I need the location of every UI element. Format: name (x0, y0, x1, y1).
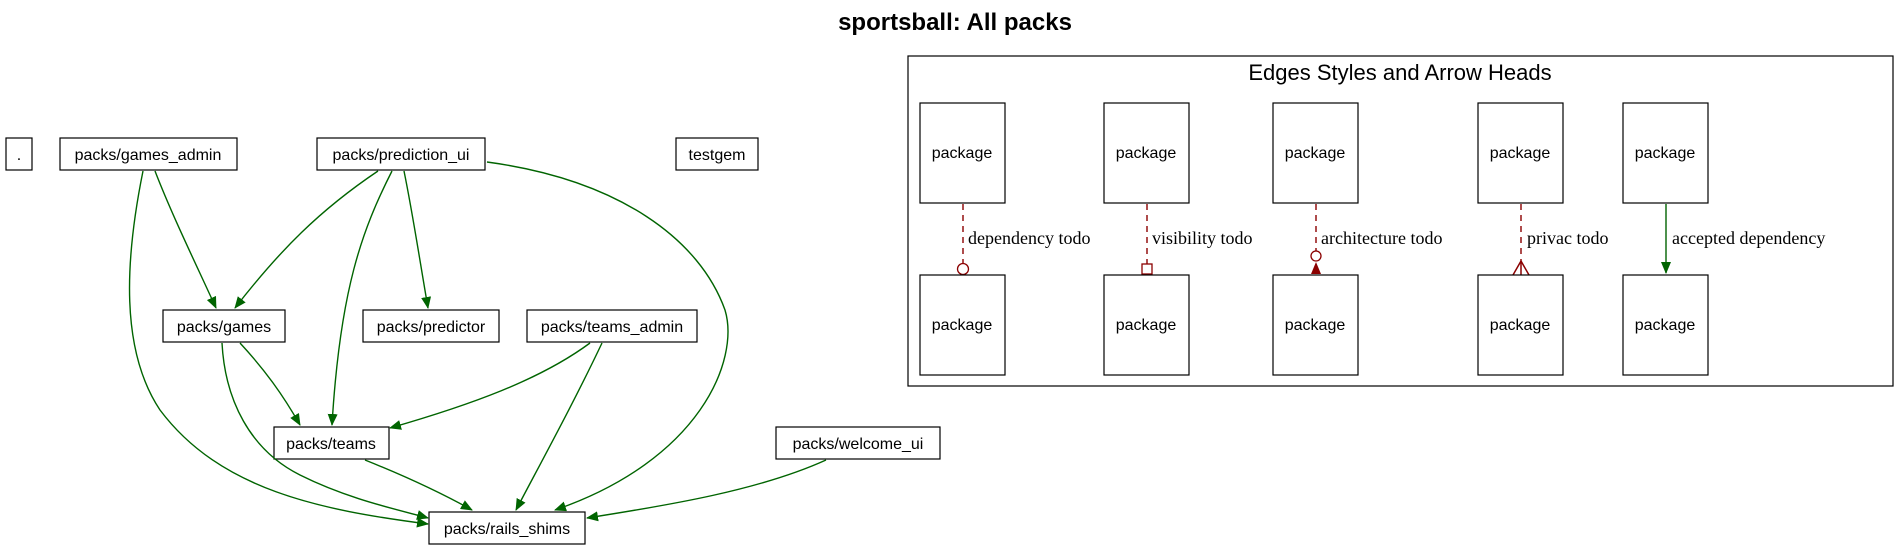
legend-package-label: package (1635, 145, 1696, 162)
node-testgem-label: testgem (689, 147, 746, 164)
edge-teams-admin-to-teams (389, 342, 591, 430)
legend-package-label: package (1285, 317, 1346, 334)
legend-package-label: package (1116, 317, 1177, 334)
node-games-admin: packs/games_admin (59, 137, 238, 171)
legend-border (907, 55, 1894, 387)
legend-privacy-todo: package package privac todo (1477, 102, 1608, 376)
node-teams-admin-label: packs/teams_admin (541, 319, 683, 336)
legend-package-box (1103, 102, 1190, 204)
inverted-arrowhead-icon (1311, 262, 1321, 274)
node-prediction-ui-label: packs/prediction_ui (333, 147, 470, 164)
odot-arrowhead-icon (956, 262, 970, 276)
edge-teams-admin-to-rails-shims (515, 342, 603, 511)
edge-games-admin-to-rails-shims (128, 170, 429, 528)
edge-games-to-teams (239, 342, 301, 426)
legend-package-label: package (1490, 317, 1551, 334)
legend-edge-label-accepted: accepted dependency (1672, 228, 1825, 248)
edge-prediction-ui-to-predictor (403, 170, 432, 309)
edge-prediction-ui-to-rails-shims (486, 161, 729, 512)
legend-package-box (1622, 102, 1709, 204)
node-rails-shims: packs/rails_shims (428, 511, 586, 545)
legend-package-box (1622, 274, 1709, 376)
node-predictor: packs/predictor (362, 309, 500, 343)
legend-package-box (1103, 274, 1190, 376)
edge-teams-to-rails-shims (364, 459, 473, 511)
legend-edge-label-visibility: visibility todo (1152, 228, 1253, 248)
node-root-label: . (17, 147, 21, 164)
legend-package-label: package (1116, 145, 1177, 162)
legend-accepted-dependency: package package accepted dependency (1622, 102, 1825, 376)
edge-games-admin-to-games (154, 170, 217, 309)
edge-prediction-ui-to-teams (327, 170, 393, 426)
odot-arrowhead-icon (1310, 250, 1322, 262)
node-games: packs/games (162, 309, 286, 343)
legend-package-box (1477, 102, 1564, 204)
legend-package-label: package (932, 317, 993, 334)
legend-package-label: package (1285, 145, 1346, 162)
legend-cluster: Edges Styles and Arrow Heads package pac… (907, 55, 1894, 387)
node-games-label: packs/games (177, 319, 271, 336)
node-games-admin-label: packs/games_admin (75, 147, 222, 164)
edge-welcome-ui-to-rails-shims (586, 459, 827, 522)
edge-prediction-ui-to-games (234, 170, 379, 309)
node-teams-label: packs/teams (286, 436, 376, 453)
legend-package-box (1272, 102, 1359, 204)
legend-package-label: package (1635, 317, 1696, 334)
legend-architecture-todo: package package architecture todo (1272, 102, 1442, 376)
legend-dependency-todo: package package dependency todo (919, 102, 1090, 376)
node-root: . (5, 137, 33, 171)
node-testgem: testgem (675, 137, 759, 171)
node-predictor-label: packs/predictor (377, 319, 486, 336)
legend-package-box (919, 102, 1006, 204)
diagram-title: sportsball: All packs (838, 9, 1072, 36)
legend-edge-label-privacy: privac todo (1527, 228, 1608, 248)
legend-package-box (1272, 274, 1359, 376)
edge-games-to-rails-shims (221, 342, 429, 520)
legend-package-label: package (1490, 145, 1551, 162)
node-prediction-ui: packs/prediction_ui (316, 137, 486, 171)
legend-package-box (919, 274, 1006, 376)
legend-package-label: package (932, 145, 993, 162)
node-welcome-ui: packs/welcome_ui (775, 426, 941, 460)
legend-edge-label-dependency: dependency todo (968, 228, 1090, 248)
node-welcome-ui-label: packs/welcome_ui (793, 436, 924, 453)
node-teams-admin: packs/teams_admin (526, 309, 698, 343)
legend-edge-label-architecture: architecture todo (1321, 228, 1442, 248)
legend-package-box (1477, 274, 1564, 376)
node-teams: packs/teams (273, 426, 390, 460)
legend-title: Edges Styles and Arrow Heads (1248, 60, 1551, 85)
node-rails-shims-label: packs/rails_shims (444, 521, 570, 538)
obox-arrowhead-icon (1141, 263, 1153, 275)
legend-visibility-todo: package package visibility todo (1103, 102, 1253, 376)
